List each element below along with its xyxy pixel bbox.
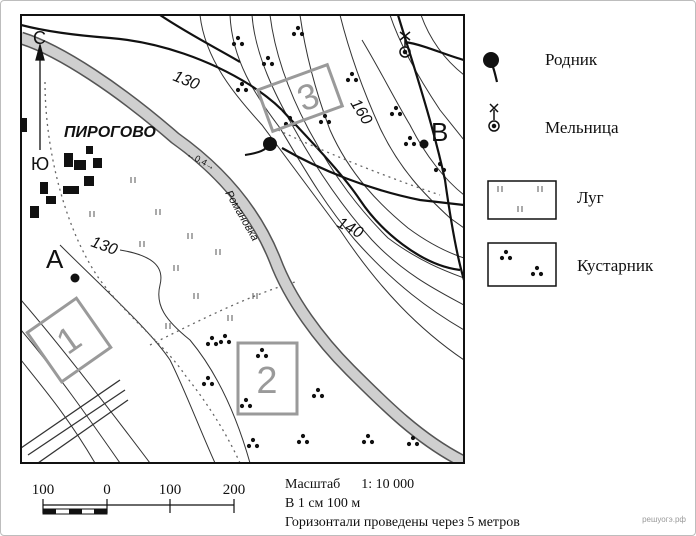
contour-interval-text: Горизонтали проведены через 5 метров [285, 515, 520, 530]
scale-tick-100: 100 [159, 482, 182, 498]
scale-tick-200: 200 [223, 482, 246, 498]
legend-label-meadow: Луг [577, 188, 604, 207]
map-area [21, 15, 464, 463]
meadow-icon [487, 180, 557, 220]
zone-box-1 [25, 296, 113, 384]
watermark: решуогэ.рф [642, 515, 686, 524]
zone-3-label: 3 [292, 74, 325, 119]
contour-label-140: 140 [334, 215, 366, 243]
legend [483, 52, 557, 287]
zone-boxes [25, 62, 345, 416]
compass-arrow [35, 42, 45, 150]
point-a-label: A [46, 244, 64, 274]
legend-label-shrub: Кустарник [577, 256, 654, 275]
footpaths [44, 81, 441, 463]
windmill-icon [399, 31, 411, 58]
spring-icon [483, 52, 499, 83]
zone-box-2 [236, 341, 299, 416]
point-b-label: B [431, 117, 448, 147]
contour-label-160: 160 [347, 96, 376, 128]
point-a-marker [70, 273, 80, 283]
compass-south-label: Ю [31, 154, 49, 174]
zone-2-label: 2 [256, 360, 277, 402]
scale-tick-100-left: 100 [32, 482, 55, 498]
zone-1-label: 1 [49, 317, 89, 362]
scale-ratio-text: Масштаб 1: 10 000 [285, 477, 415, 492]
map-border [20, 14, 465, 464]
windmill-icon [488, 103, 500, 132]
legend-label-windmill: Мельница [545, 118, 619, 137]
legend-label-spring: Родник [545, 50, 598, 69]
spring-icon [244, 137, 277, 156]
contour-label-130-top: 130 [171, 68, 202, 94]
contour-label-130-left: 130 [89, 234, 120, 259]
village-pirogovo-buildings [21, 118, 102, 218]
scale-bar: 100 0 100 200 [32, 482, 246, 515]
river-romanovka-fill [21, 33, 464, 463]
contour-lines [21, 15, 464, 463]
village-label: ПИРОГОВО [64, 124, 156, 141]
scale-tick-0: 0 [103, 482, 111, 498]
shrub-icon [487, 242, 557, 287]
scale-unit-text: В 1 см 100 м [285, 496, 361, 511]
zone-box-3 [255, 62, 345, 134]
index-contours [21, 15, 464, 281]
road-lines [21, 379, 129, 463]
point-b-marker [419, 139, 429, 149]
compass-north-label: С [33, 28, 46, 48]
